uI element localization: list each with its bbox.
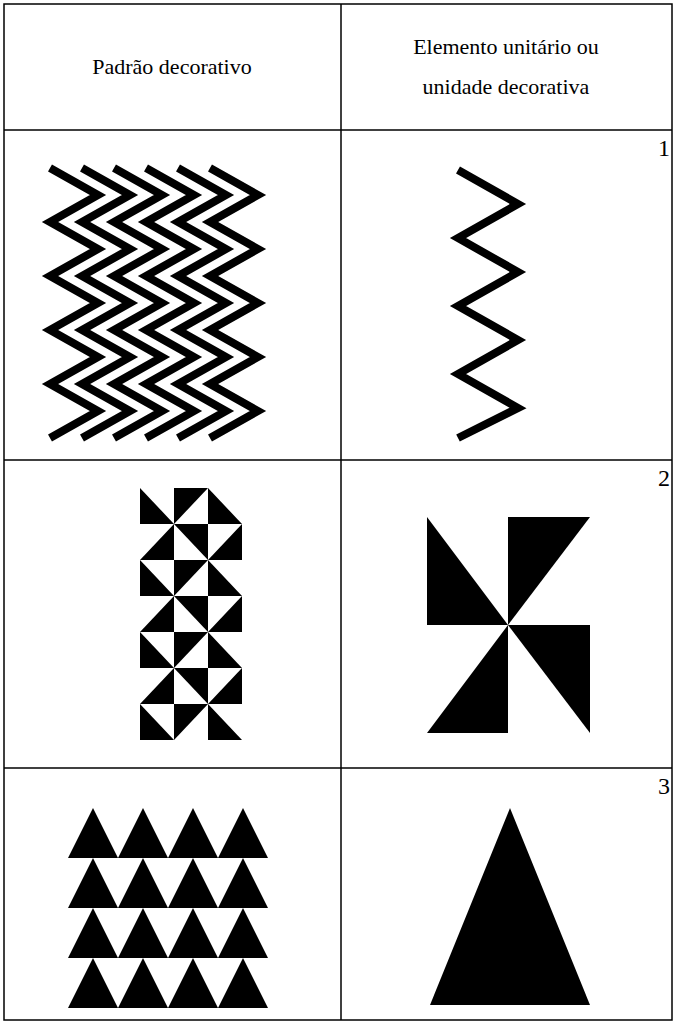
row-number: 3 — [630, 772, 670, 800]
pinwheel-pattern — [140, 488, 242, 740]
triangle-unit — [430, 808, 590, 1005]
table-grid — [4, 4, 672, 1020]
triangle-pattern — [68, 808, 268, 1008]
zigzag-pattern — [50, 168, 258, 438]
zigzag-unit — [458, 170, 518, 438]
column-header: Padrão decorativo — [22, 47, 322, 87]
column-header: Elemento unitário ou unidade decorativa — [386, 27, 626, 107]
row-number: 2 — [630, 464, 670, 492]
pinwheel-unit — [427, 517, 590, 733]
row-number: 1 — [630, 134, 670, 162]
